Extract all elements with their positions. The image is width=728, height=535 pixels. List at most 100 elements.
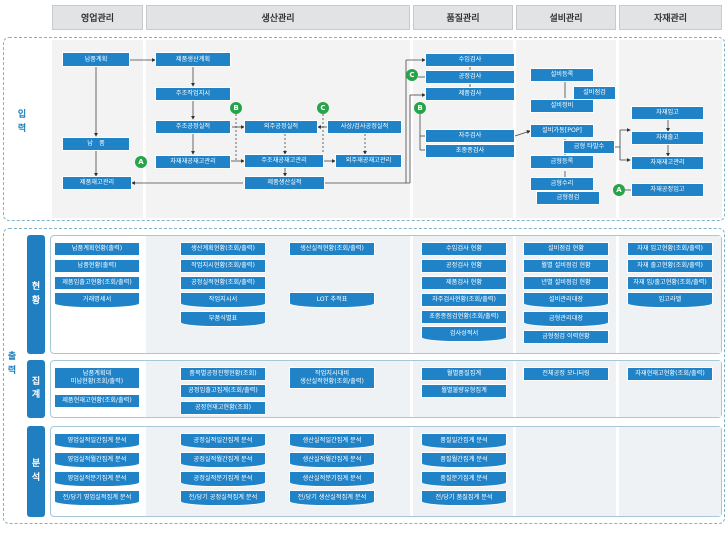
- input-prod-outsource-result[interactable]: 외주공정실적: [244, 120, 318, 134]
- input-fac-punch-count[interactable]: 금형 타발수: [563, 140, 615, 154]
- status-mat-label[interactable]: 입고라벨: [627, 292, 713, 308]
- agg-qc-monthly[interactable]: 월별품질집계: [421, 367, 507, 381]
- input-sales-delivery[interactable]: 납 품: [62, 137, 130, 151]
- marker-a-production: A: [135, 156, 147, 168]
- input-sales-plan[interactable]: 납품계획: [62, 52, 130, 67]
- status-prod-order-sheet[interactable]: 작업지시서: [180, 292, 266, 308]
- input-prod-finish-inspect[interactable]: 사상/검사공정실적: [327, 120, 402, 134]
- analysis-col-facility: [516, 427, 616, 516]
- input-prod-plan[interactable]: 제품생산계획: [155, 52, 231, 67]
- header-production: 생산관리: [146, 5, 410, 30]
- status-fac-ledger[interactable]: 설비관리대장: [523, 292, 609, 308]
- status-qc-report[interactable]: 검사성적서: [421, 326, 507, 342]
- status-qc-process[interactable]: 공정검사 현황: [421, 259, 507, 273]
- analysis-col-material: [619, 427, 721, 516]
- status-fac-monthly[interactable]: 월별 설비점검 현황: [523, 259, 609, 273]
- input-qc-incoming[interactable]: 수입검사: [425, 53, 515, 67]
- input-fac-pop[interactable]: 설비가동[POP]: [530, 124, 594, 138]
- status-qc-product[interactable]: 제품검사 현황: [421, 276, 507, 290]
- input-prod-result[interactable]: 제품생산실적: [244, 176, 325, 190]
- status-prod-process[interactable]: 공정실적현황(조회/출력): [180, 276, 266, 290]
- ana-process-period[interactable]: 전/당기 공정실적집계 분석: [180, 490, 266, 506]
- input-sales-inventory[interactable]: 제품재고관리: [62, 176, 132, 190]
- ana-quality-daily[interactable]: 품질일간집계 분석: [421, 433, 507, 449]
- input-qc-self[interactable]: 자주검사: [425, 129, 515, 143]
- status-fac-inspect[interactable]: 설비점검 현황: [523, 242, 609, 256]
- ana-sales-period[interactable]: 전/당기 영업실적집계 분석: [54, 490, 140, 506]
- input-fac-register[interactable]: 설비등록: [530, 68, 594, 82]
- input-mat-receive[interactable]: 자재입고: [631, 106, 704, 120]
- status-prod-order[interactable]: 작업지시현황(조회/출력): [180, 259, 266, 273]
- agg-prod-inventory[interactable]: 공정현재고현황(조회): [180, 401, 266, 415]
- status-mat-issue[interactable]: 자재 출고현황(조회/출력): [627, 259, 713, 273]
- ana-production-quarterly[interactable]: 생산실적분기집계 분석: [289, 471, 375, 487]
- output-row-label: 출 력: [7, 352, 17, 377]
- agg-sales-inventory[interactable]: 제품현재고현황(조회/출력): [54, 394, 140, 408]
- status-prod-plan[interactable]: 생산계획현황(조회/출력): [180, 242, 266, 256]
- status-prod-part-label[interactable]: 부품식별표: [180, 311, 266, 327]
- input-prod-casting-order[interactable]: 주조작업지시: [155, 87, 231, 101]
- ana-quality-monthly[interactable]: 품질월간집계 분석: [421, 452, 507, 468]
- status-mat-receive[interactable]: 자재 입고현황(조회/출력): [627, 242, 713, 256]
- input-mat-process-receive[interactable]: 자재공정입고: [631, 183, 704, 197]
- aggregate-band: 집 계: [27, 360, 45, 418]
- agg-qc-defect-type[interactable]: 월별불량유형집계: [421, 384, 507, 398]
- input-prod-casting-result[interactable]: 주조공정실적: [155, 120, 231, 134]
- header-facility: 설비관리: [516, 5, 616, 30]
- input-fac-maintain[interactable]: 설비정비: [530, 99, 594, 113]
- marker-b-production: B: [230, 102, 242, 114]
- analysis-band: 분 석: [27, 426, 45, 517]
- status-band: 현 황: [27, 235, 45, 354]
- ana-production-daily[interactable]: 생산실적일간집계 분석: [289, 433, 375, 449]
- status-prod-lot-trace[interactable]: LOT 추적표: [289, 292, 375, 308]
- input-fac-mold-repair[interactable]: 금형수리: [530, 177, 594, 191]
- agg-prod-order-vs-result[interactable]: 작업지시대비 생산실적현황(조회/출력): [289, 367, 375, 389]
- ana-process-daily[interactable]: 공정실적일간집계 분석: [180, 433, 266, 449]
- input-prod-outsource-wip[interactable]: 외주재공재고관리: [335, 154, 402, 168]
- ana-sales-daily[interactable]: 영업실적일간집계 분석: [54, 433, 140, 449]
- ana-process-monthly[interactable]: 공정실적월간집계 분석: [180, 452, 266, 468]
- status-qc-self[interactable]: 자주검사현황(조회/출력): [421, 293, 507, 307]
- status-prod-result[interactable]: 생산실적현황(조회/출력): [289, 242, 375, 256]
- marker-a-material: A: [613, 184, 625, 196]
- input-fac-inspect[interactable]: 설비점검: [573, 86, 616, 100]
- status-qc-first-mid-last[interactable]: 초중종점검현황(조회/출력): [421, 310, 507, 324]
- ana-process-quarterly[interactable]: 공정실적분기집계 분석: [180, 471, 266, 487]
- ana-sales-quarterly[interactable]: 영업실적분기집계 분석: [54, 471, 140, 487]
- agg-fac-monitoring[interactable]: 전체공정 모니터링: [523, 367, 609, 381]
- status-sales-statement[interactable]: 거래명세서: [54, 292, 140, 308]
- input-mat-inventory[interactable]: 자재재고관리: [631, 156, 704, 170]
- input-fac-mold-inspect[interactable]: 금형점검: [536, 191, 600, 205]
- marker-b-quality: B: [414, 102, 426, 114]
- status-qc-incoming[interactable]: 수입검사 현황: [421, 242, 507, 256]
- status-sales-plan[interactable]: 납품계획현황(출력): [54, 242, 140, 256]
- marker-c-quality: C: [406, 69, 418, 81]
- marker-c-production: C: [317, 102, 329, 114]
- input-fac-mold-register[interactable]: 금형등록: [530, 155, 594, 169]
- ana-quality-period[interactable]: 전/당기 품질집계 분석: [421, 490, 507, 506]
- input-prod-casting-wip[interactable]: 주조재공재고관리: [244, 154, 324, 168]
- input-qc-product[interactable]: 제품검사: [425, 87, 515, 101]
- header-sales: 영업관리: [52, 5, 143, 30]
- ana-production-period[interactable]: 전/당기 생산실적집계 분석: [289, 490, 375, 506]
- input-mat-issue[interactable]: 자재출고: [631, 131, 704, 145]
- agg-prod-progress[interactable]: 품목별공정진행현황(조회): [180, 367, 266, 381]
- agg-sales-undelivered[interactable]: 납품계획대 미납현황(조회/출력): [54, 367, 140, 389]
- status-mat-inout[interactable]: 자재 입/출고현황(조회/출력): [627, 276, 713, 290]
- status-sales-inout[interactable]: 제품입출고현황(조회/출력): [54, 276, 140, 290]
- ana-production-monthly[interactable]: 생산실적월간집계 분석: [289, 452, 375, 468]
- agg-prod-inout[interactable]: 공정입출고집계(조회/출력): [180, 384, 266, 398]
- status-fac-mold-history[interactable]: 금형점검 이력현황: [523, 330, 609, 344]
- status-fac-yearly[interactable]: 년별 설비점검 현황: [523, 276, 609, 290]
- input-qc-process[interactable]: 공정검사: [425, 70, 515, 84]
- ana-quality-quarterly[interactable]: 품질분기집계 분석: [421, 471, 507, 487]
- input-qc-first-mid-last[interactable]: 초중종검사: [425, 144, 515, 158]
- status-fac-mold-ledger[interactable]: 금형관리대장: [523, 311, 609, 327]
- input-section: [3, 37, 725, 221]
- output-section: [3, 228, 725, 524]
- ana-sales-monthly[interactable]: 영업실적월간집계 분석: [54, 452, 140, 468]
- header-material: 자재관리: [619, 5, 722, 30]
- input-prod-material-wip[interactable]: 자재재공재고관리: [155, 155, 231, 169]
- agg-mat-inventory[interactable]: 자재현재고현황(조회/출력): [627, 367, 713, 381]
- status-sales-delivery[interactable]: 납품현황(출력): [54, 259, 140, 273]
